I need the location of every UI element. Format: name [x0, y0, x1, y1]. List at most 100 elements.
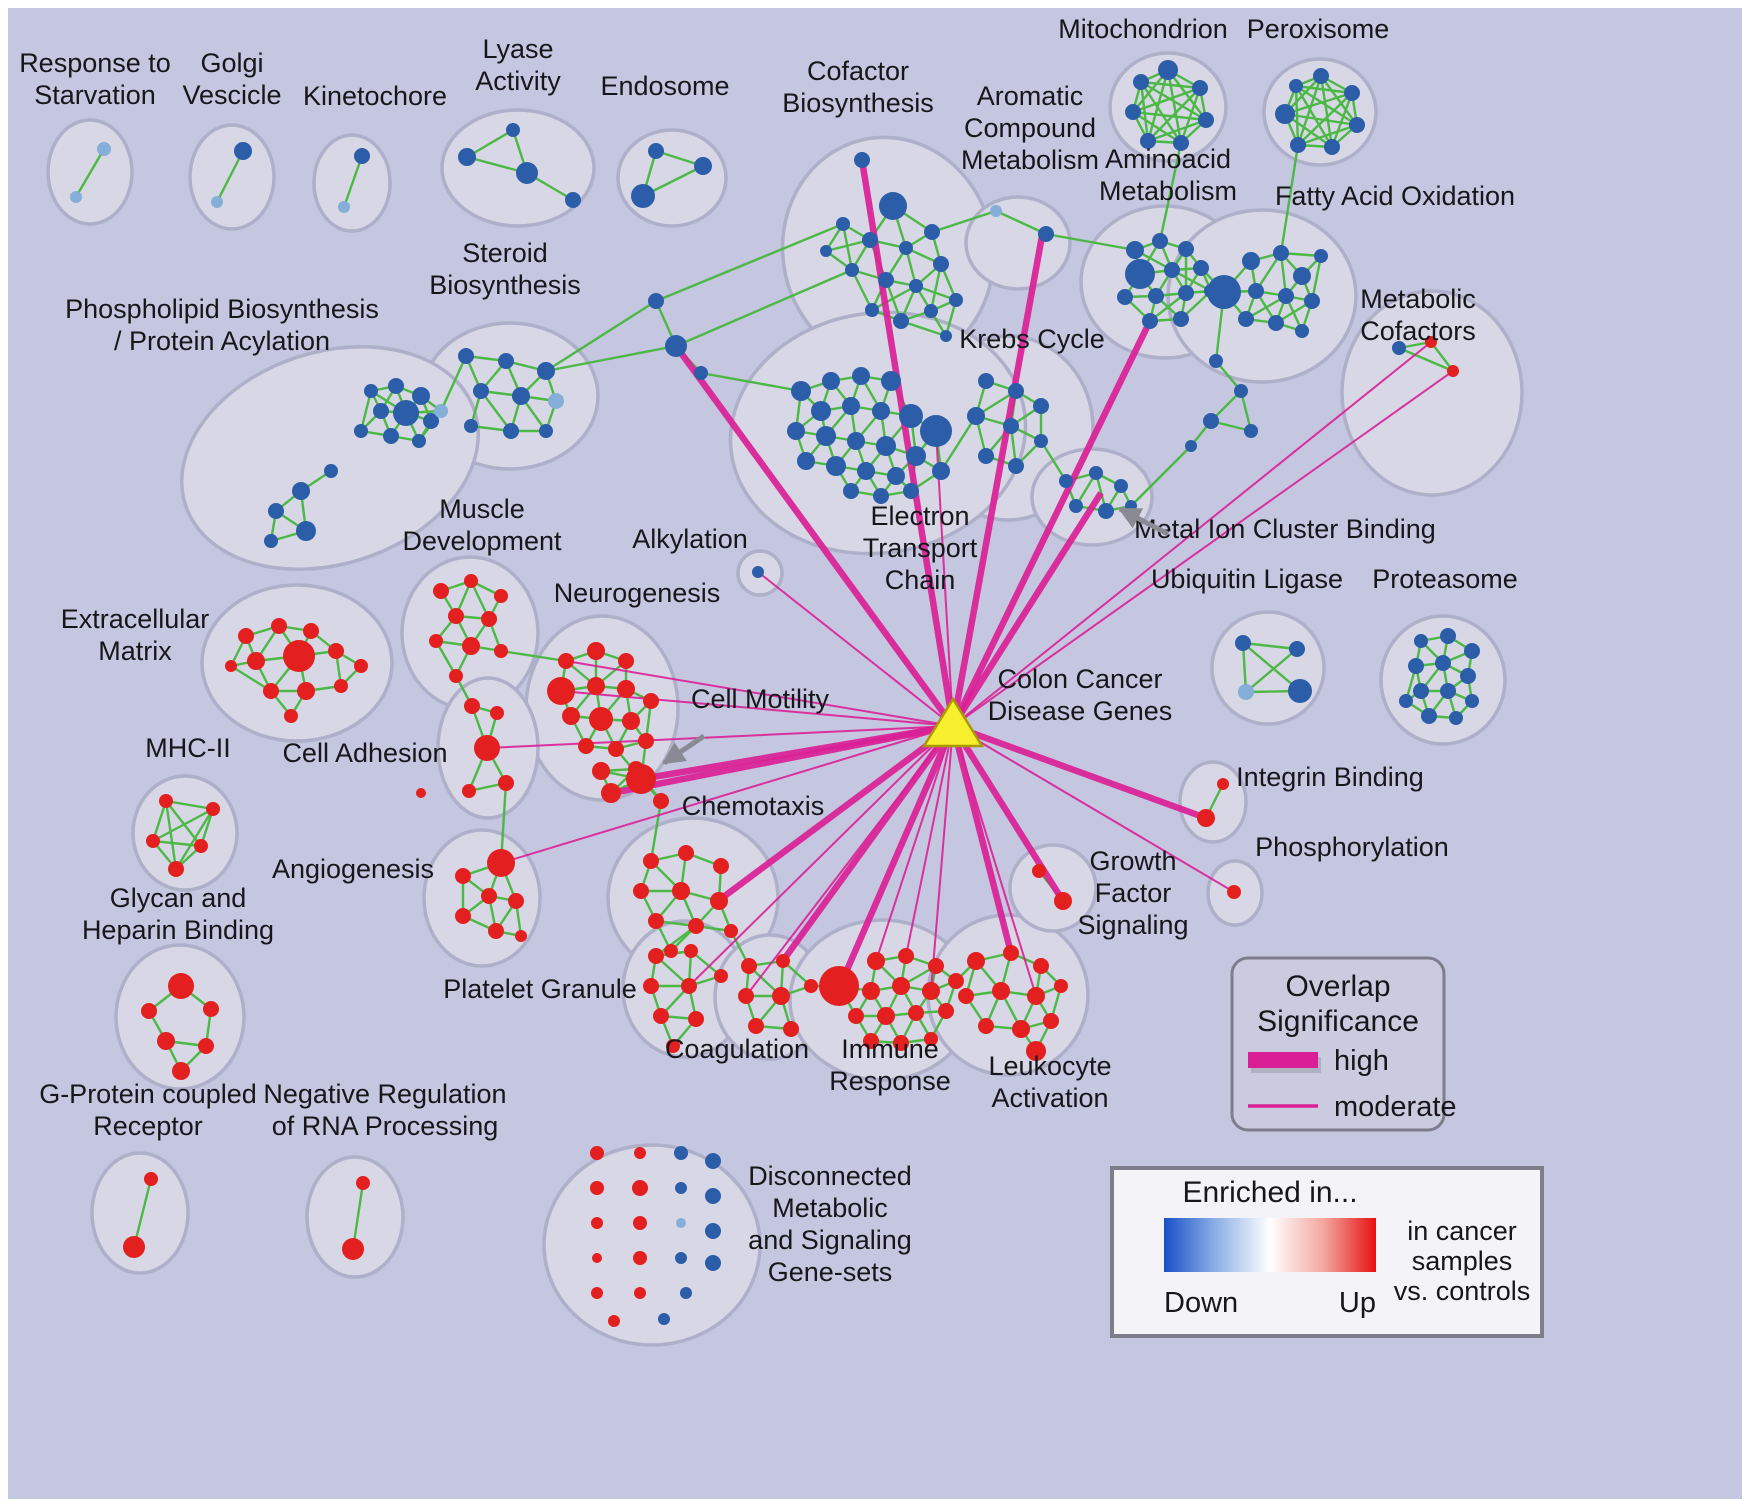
green-edge: [939, 415, 978, 472]
gene-set-node: [1464, 643, 1480, 659]
gene-set-node: [565, 192, 581, 208]
gene-set-node: [908, 1005, 924, 1021]
gene-set-node: [70, 191, 82, 203]
gene-set-node: [412, 387, 430, 405]
green-edge: [174, 808, 215, 870]
green-edge: [850, 269, 874, 311]
gene-set-node: [412, 434, 426, 448]
overlap-edge-high: [673, 344, 956, 728]
gene-set-node: [1227, 885, 1241, 899]
gene-set-node: [863, 1033, 879, 1049]
label-phosphorylation: Phosphorylation: [1255, 832, 1449, 862]
cluster-ellipse-aromatic-compound-metabolism: [964, 195, 1072, 291]
gene-set-node: [724, 924, 738, 938]
gene-set-node: [843, 483, 859, 499]
gene-set-node: [1027, 987, 1045, 1005]
green-edge: [351, 1182, 365, 1250]
gene-set-node: [1198, 112, 1214, 128]
gene-set-node: [247, 652, 265, 670]
gene-set-node: [462, 637, 480, 655]
overlap-edge-high: [837, 724, 956, 988]
green-edge: [1294, 85, 1334, 148]
green-edge: [655, 222, 844, 303]
gene-set-node: [1290, 137, 1306, 153]
gene-set-node: [562, 707, 580, 725]
gene-set-node: [354, 424, 368, 438]
gene-set-node: [1152, 233, 1168, 249]
gene-set-node: [694, 157, 712, 175]
green-edge: [1245, 648, 1298, 693]
gene-set-node: [633, 1251, 647, 1265]
gene-set-node: [618, 653, 634, 669]
cluster-ellipse-ubiquitin-ligase: [1210, 610, 1326, 726]
gene-set-node: [940, 330, 952, 342]
gene-set-node: [836, 217, 850, 231]
gene-set-node: [892, 977, 910, 995]
gene-set-node: [1003, 945, 1019, 961]
gene-set-node: [1235, 635, 1251, 651]
overlap-edge-moderate: [930, 725, 954, 992]
gene-set-node: [458, 148, 476, 166]
gene-set-node: [494, 589, 508, 603]
gene-set-node: [334, 679, 348, 693]
gene-set-node: [168, 861, 184, 877]
gene-set-node: [234, 142, 252, 160]
gene-set-node: [225, 660, 237, 672]
gene-set-node: [1304, 293, 1320, 309]
gene-set-node: [503, 423, 519, 439]
gene-set-node: [1449, 711, 1463, 725]
gene-set-node: [168, 973, 194, 999]
gene-set-node: [1033, 958, 1049, 974]
gene-set-node: [342, 1238, 364, 1260]
gene-set-node: [876, 436, 896, 456]
gene-set-node: [481, 888, 497, 904]
gene-set-node: [1435, 655, 1451, 671]
gene-set-node: [854, 152, 870, 168]
overlap-edge-moderate: [935, 430, 954, 727]
label-endosome: Endosome: [600, 71, 729, 101]
green-edge: [545, 344, 677, 373]
gene-set-node: [592, 762, 610, 780]
green-edge: [1295, 84, 1358, 127]
gene-set-node: [924, 304, 938, 318]
green-edge: [342, 155, 364, 208]
gene-set-node: [705, 1223, 721, 1239]
gene-set-node: [238, 628, 254, 644]
gene-set-node: [648, 913, 664, 929]
overlap-edge-moderate: [757, 571, 954, 727]
gene-set-node: [296, 521, 316, 541]
overlap-edge-high: [949, 235, 1046, 727]
overlap-edge-moderate: [565, 660, 954, 727]
label-ubiquitin-ligase: Ubiquitin Ligase: [1151, 564, 1343, 594]
gene-set-node: [203, 1001, 219, 1017]
gene-set-node: [1148, 288, 1164, 304]
gene-set-node: [1008, 458, 1024, 474]
label-peroxisome: Peroxisome: [1247, 14, 1390, 44]
green-edge: [649, 800, 663, 862]
gene-set-node: [714, 969, 728, 983]
gene-set-node: [1244, 424, 1258, 438]
gene-set-node: [587, 677, 605, 695]
green-edge: [1132, 110, 1182, 145]
green-edge: [841, 223, 854, 271]
gene-set-node: [906, 446, 926, 466]
gene-set-node: [194, 839, 208, 853]
label-alkylation: Alkylation: [632, 524, 748, 554]
gene-set-node: [264, 534, 278, 548]
gene-set-node: [705, 1188, 721, 1204]
gene-set-node: [1038, 226, 1054, 242]
pointer-arrows: [662, 506, 1170, 766]
gene-set-node: [622, 712, 640, 730]
gene-set-node: [822, 372, 840, 390]
gene-set-node: [172, 1062, 190, 1080]
gene-set-node: [423, 413, 439, 429]
green-edge: [1242, 642, 1301, 692]
gene-set-node: [481, 611, 497, 627]
green-edge: [1398, 346, 1454, 373]
gene-set-node: [268, 503, 284, 519]
gene-set-node: [601, 783, 621, 803]
gene-set-node: [741, 958, 757, 974]
